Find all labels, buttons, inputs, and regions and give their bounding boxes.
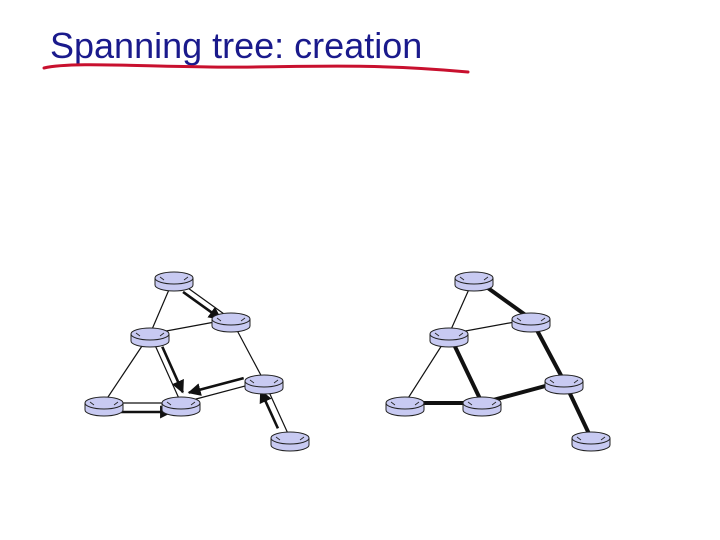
router-icon — [270, 431, 310, 452]
router-icon — [429, 327, 469, 348]
router-icon — [511, 312, 551, 333]
slide-title: Spanning tree: creation — [50, 25, 423, 66]
router-icon — [84, 396, 124, 417]
arrow-icon — [259, 389, 280, 429]
router-icon — [154, 271, 194, 292]
router-icon — [462, 396, 502, 417]
router-icon — [454, 271, 494, 292]
left-network — [84, 271, 310, 452]
arrow-icon — [161, 346, 184, 394]
router-icon — [161, 396, 201, 417]
router-icon — [130, 327, 170, 348]
arrow-icon — [187, 376, 245, 396]
router-icon — [385, 396, 425, 417]
router-icon — [244, 374, 284, 395]
right-network — [385, 271, 611, 452]
router-icon — [571, 431, 611, 452]
arrow-icon — [182, 290, 222, 321]
router-icon — [211, 312, 251, 333]
title-underline-stroke — [42, 63, 470, 74]
router-icon — [544, 374, 584, 395]
